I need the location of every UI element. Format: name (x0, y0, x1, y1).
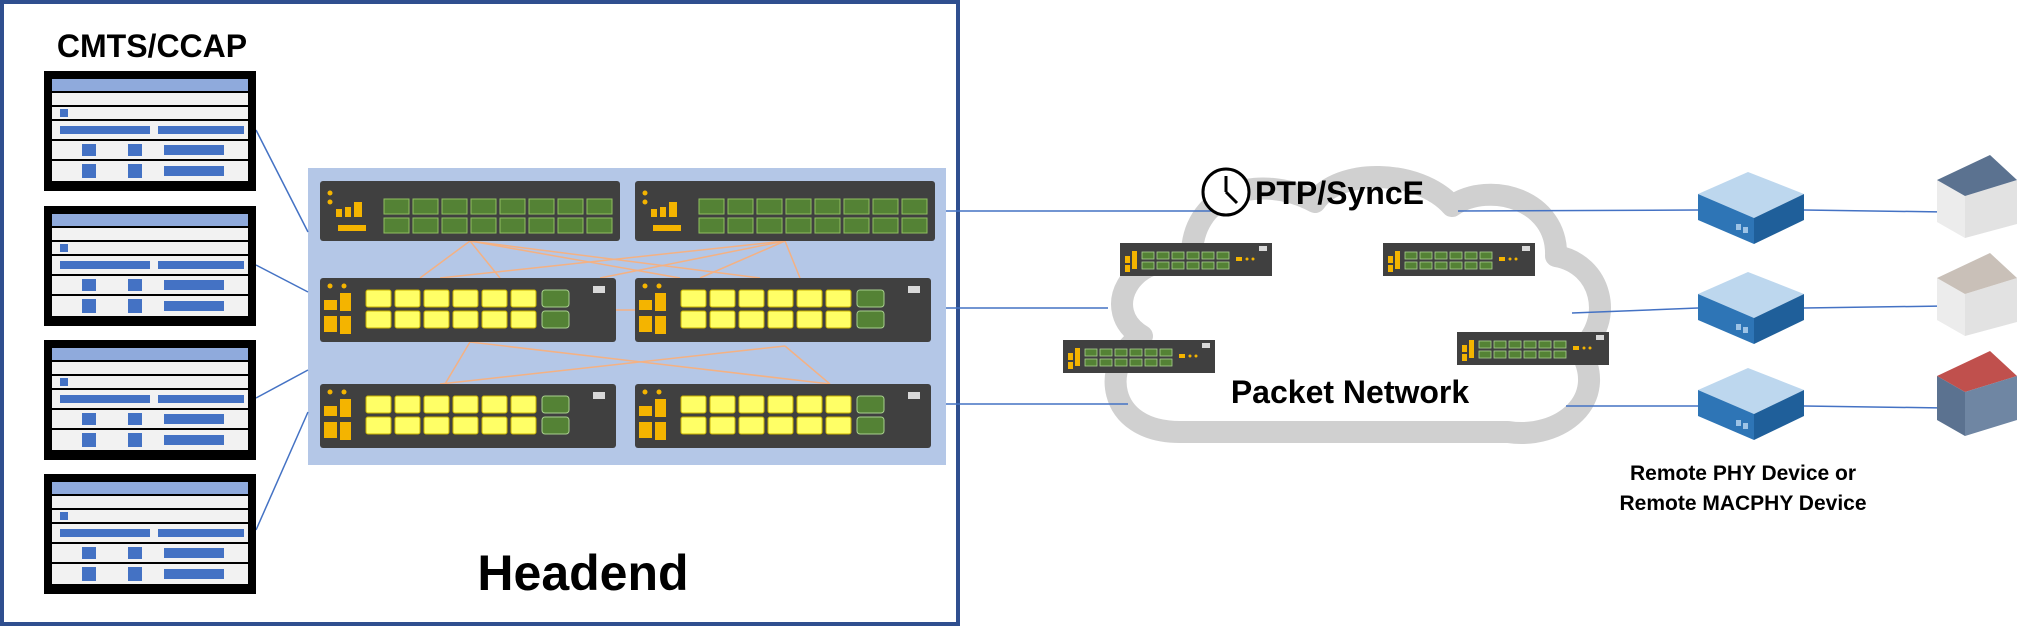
headend-title: Headend (477, 545, 688, 601)
switch-icon (1382, 242, 1536, 277)
remote-phy-device-icon (1698, 172, 1804, 244)
headend-uplinks (946, 210, 1225, 405)
timing-label: PTP/SyncE (1255, 175, 1424, 211)
cmts-chassis-icon (44, 340, 256, 460)
cmts-chassis-icon (44, 474, 256, 594)
switch-icon (1062, 339, 1216, 374)
remote-phy-device-icon (1698, 368, 1804, 440)
cmts-chassis-icon (44, 206, 256, 326)
router-icon (634, 277, 932, 343)
cloud-label: Packet Network (1231, 374, 1470, 410)
remote-phy-device-icon (1698, 272, 1804, 344)
switch-icon (319, 180, 621, 242)
router-icon (319, 277, 617, 343)
house-icon (1937, 155, 2017, 238)
switch-icon (1119, 242, 1273, 277)
switch-icon (634, 180, 936, 242)
remote-label-line-1: Remote PHY Device or (1630, 462, 1856, 485)
router-icon (634, 383, 932, 449)
switch-icon (1456, 331, 1610, 366)
remote-label-line-2: Remote MACPHY Device (1619, 492, 1866, 515)
cmts-links (255, 129, 309, 531)
house-icon (1937, 351, 2017, 436)
mesh-links (419, 240, 831, 385)
rpd-links (1457, 209, 1946, 409)
router-icon (319, 383, 617, 449)
clock-icon (1201, 167, 1251, 217)
cmts-label: CMTS/CCAP (57, 28, 247, 64)
cmts-chassis-icon (44, 71, 256, 191)
house-icon (1937, 253, 2017, 336)
